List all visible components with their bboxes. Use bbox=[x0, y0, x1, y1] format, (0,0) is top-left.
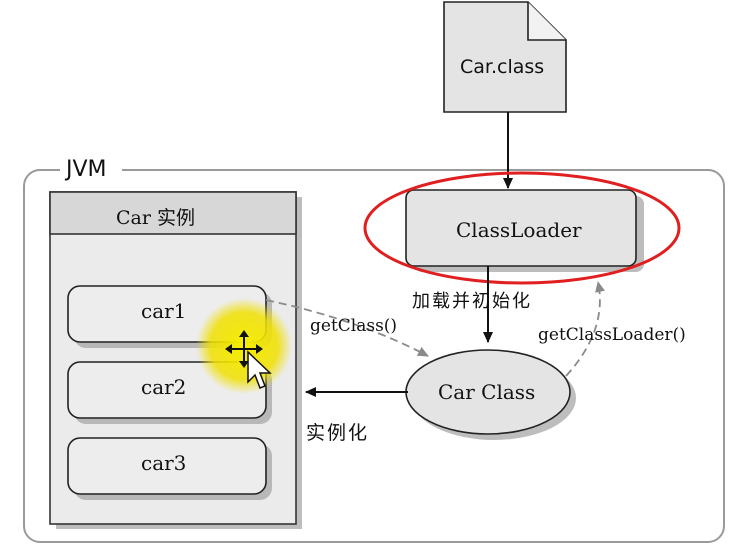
jvm-label: JVM bbox=[66, 157, 107, 182]
car-class-file-node bbox=[443, 1, 567, 113]
classloader-node bbox=[405, 189, 644, 272]
car-class-file-label: Car.class bbox=[460, 56, 545, 78]
instance-car2-label: car2 bbox=[141, 375, 187, 399]
instances-panel-title: Car 实例 bbox=[116, 207, 195, 229]
jvm-label-mask bbox=[60, 160, 122, 180]
classloader-label: ClassLoader bbox=[456, 218, 582, 242]
edge-get-classloader-label: getClassLoader() bbox=[538, 325, 686, 345]
car-class-node bbox=[405, 349, 576, 440]
edge-get-class-label: getClass() bbox=[310, 316, 398, 336]
jvm-boundary bbox=[23, 169, 725, 543]
instance-car1-label: car1 bbox=[141, 299, 187, 323]
instance-car3-box bbox=[67, 437, 272, 500]
edge-load-init-label: 加载并初始化 bbox=[412, 291, 532, 312]
instance-car3-label: car3 bbox=[141, 451, 187, 475]
car-class-node-label: Car Class bbox=[438, 380, 536, 404]
highlight-ellipse bbox=[363, 171, 681, 285]
mouse-cursor-icon bbox=[225, 330, 272, 389]
edge-get-classloader bbox=[565, 281, 605, 377]
edge-instantiate-label: 实例化 bbox=[306, 422, 370, 444]
